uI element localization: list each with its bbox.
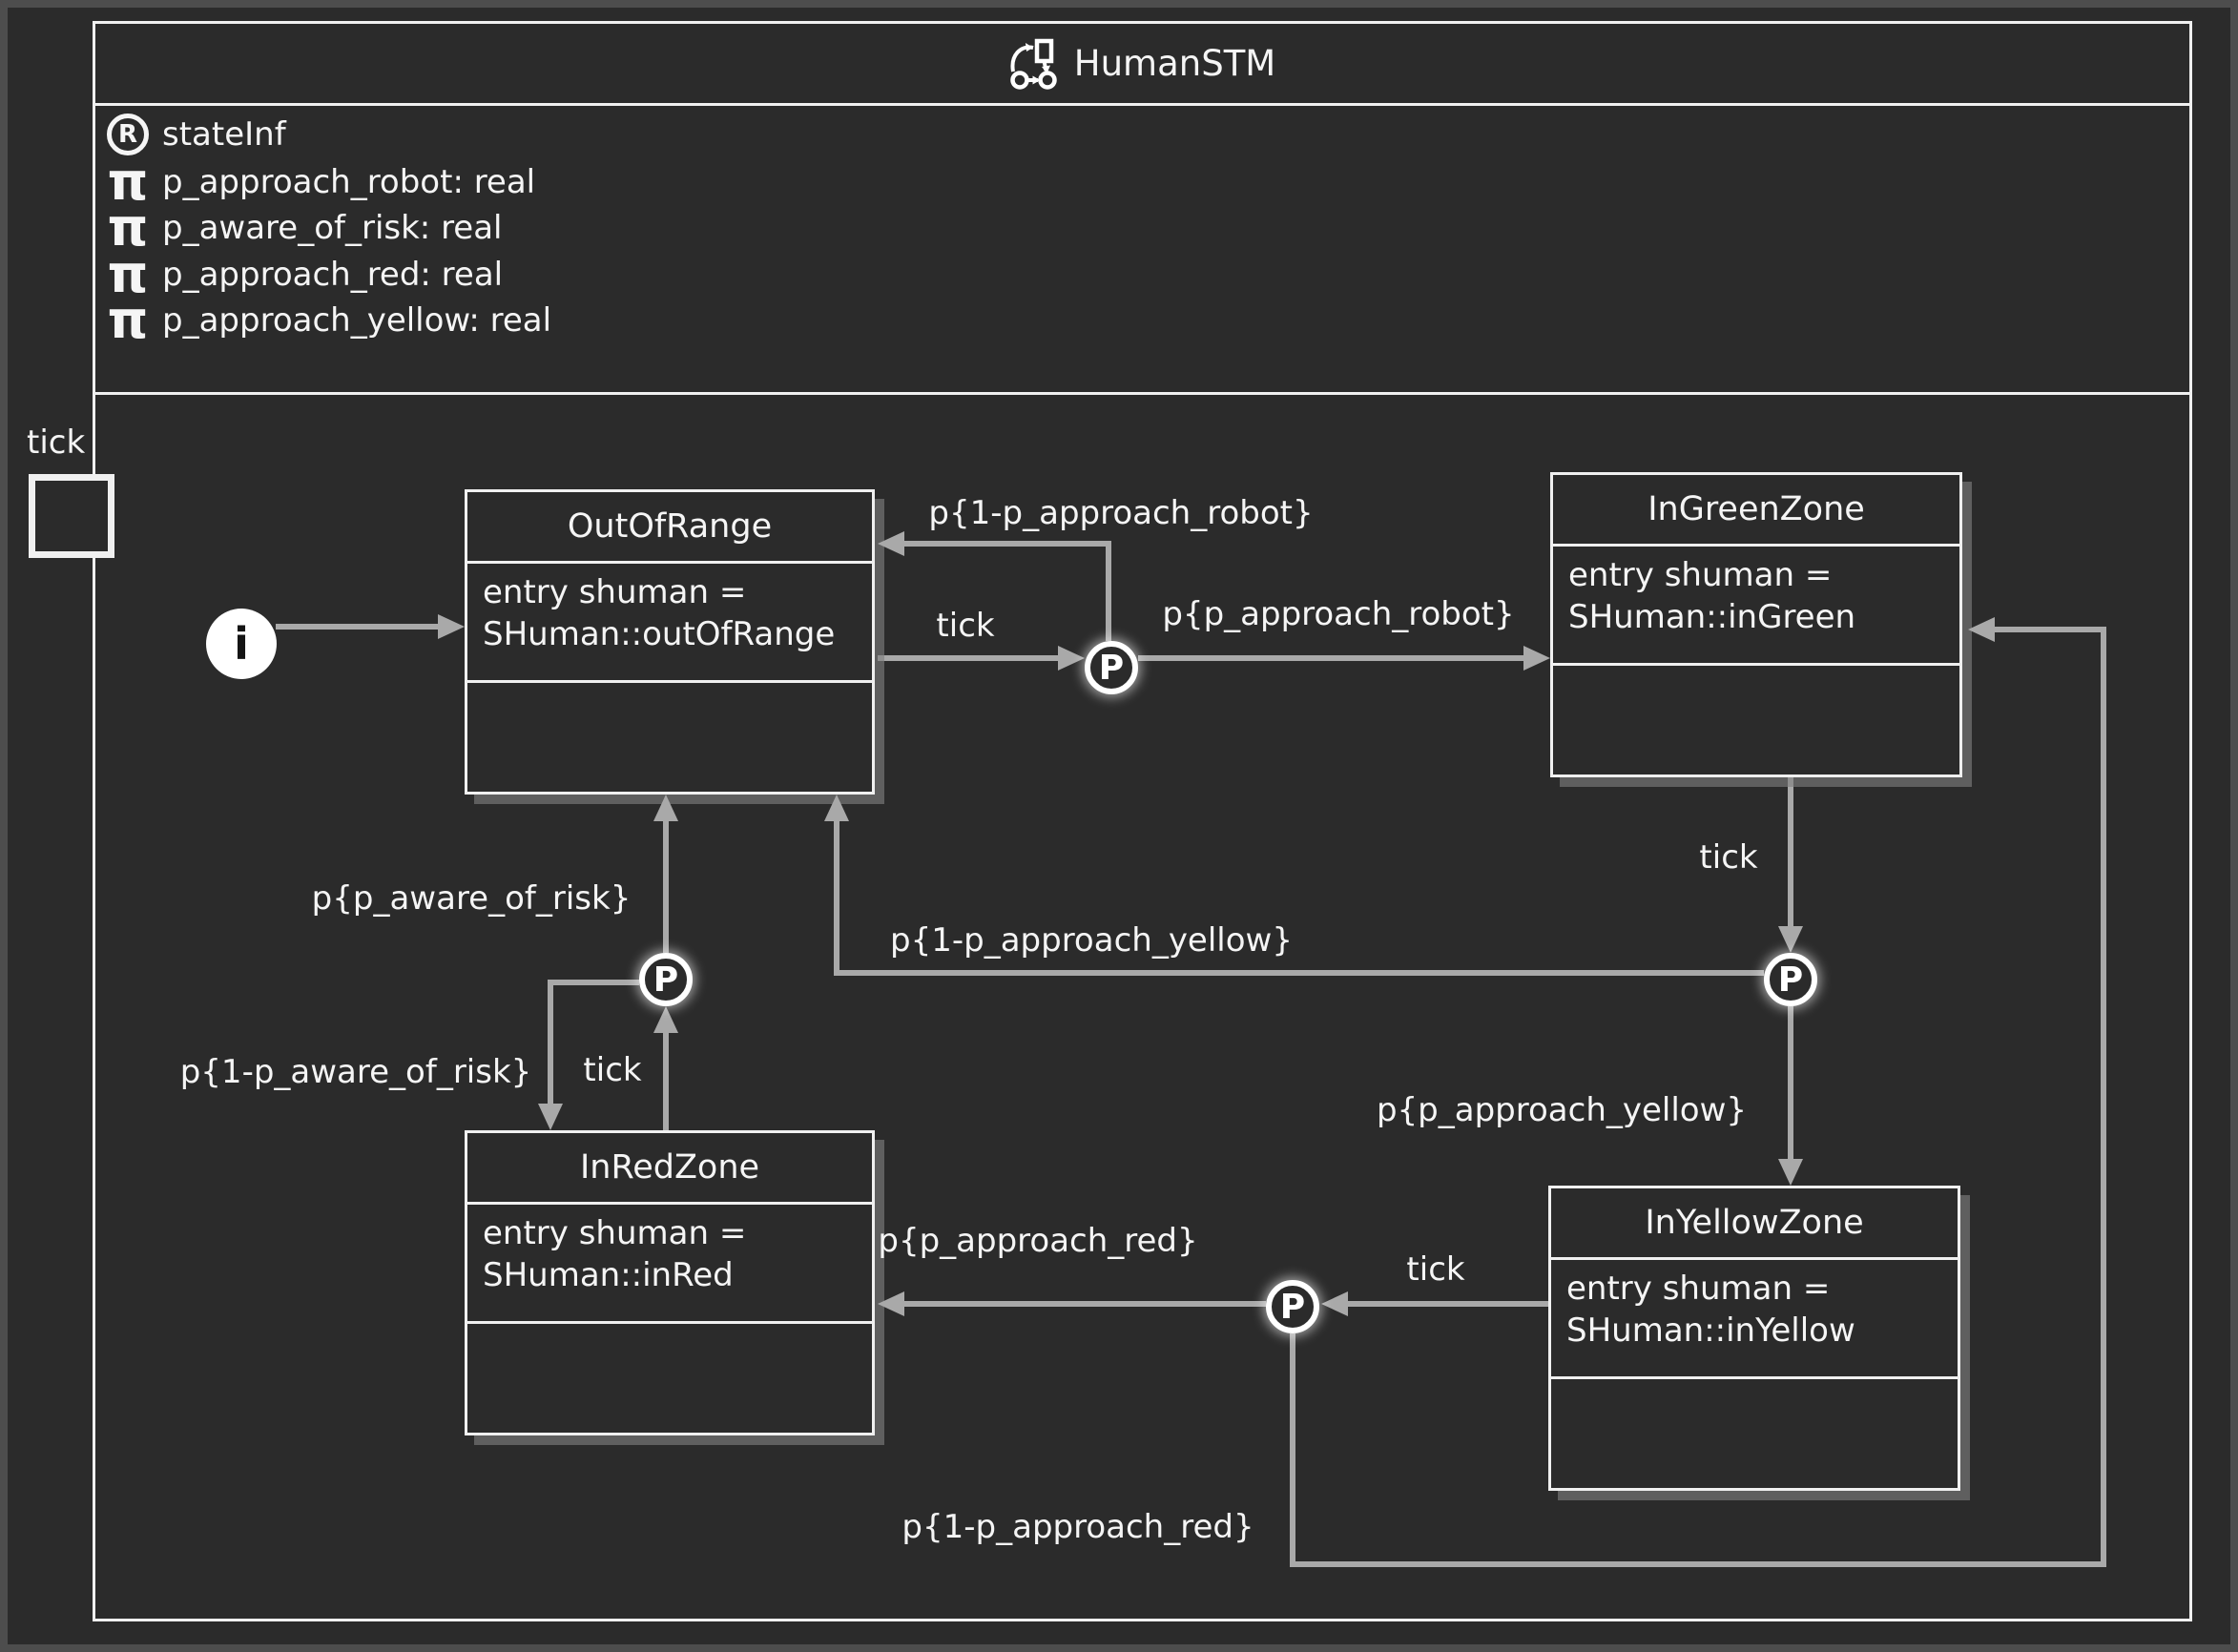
declaration-text: p_approach_yellow: real (162, 301, 552, 340)
entry-line: entry shuman = (483, 1214, 747, 1252)
arrowhead (878, 1291, 904, 1316)
transition-label[interactable]: p{1-p_approach_robot} (928, 494, 1314, 532)
declaration-text: p_aware_of_risk: real (162, 209, 503, 247)
transition-line-p1-to-outofrange[interactable] (1106, 541, 1111, 641)
state-entry-action: entry shuman = SHuman::inYellow (1551, 1260, 1958, 1379)
declaration-text: stateInf (162, 115, 286, 154)
pi-icon: π (107, 152, 149, 212)
arrowhead (538, 1104, 563, 1130)
tick-event-box[interactable] (29, 474, 114, 558)
transition-label[interactable]: p{1-p_aware_of_risk} (179, 1053, 532, 1091)
state-inyellowzone[interactable]: InYellowZone entry shuman = SHuman::inYe… (1548, 1186, 1960, 1491)
entry-line: SHuman::inGreen (1568, 598, 1856, 636)
transition-label-tick[interactable]: tick (1699, 838, 1758, 877)
transition-label[interactable]: p{1-p_approach_yellow} (890, 921, 1293, 960)
transition-label[interactable]: p{p_approach_yellow} (1376, 1091, 1748, 1129)
declaration-p-aware-of-risk[interactable]: π p_aware_of_risk: real (107, 197, 503, 258)
state-entry-action: entry shuman = SHuman::inRed (467, 1205, 872, 1324)
transition-line-p4-to-inredzone[interactable] (904, 1301, 1266, 1307)
transition-line-p3-to-inredzone[interactable] (548, 980, 553, 1104)
entry-line: SHuman::inRed (483, 1256, 734, 1294)
transition-label[interactable]: p{p_approach_red} (878, 1222, 1198, 1260)
transition-line-p4-to-ingreenzone[interactable] (1290, 1561, 2106, 1567)
transition-line-p4-to-ingreenzone[interactable] (1995, 627, 2106, 632)
arrowhead (1968, 617, 1995, 642)
initial-node[interactable]: i (206, 609, 277, 679)
declarations-section (95, 106, 2189, 395)
declaration-stateinf[interactable]: R stateInf (107, 112, 286, 157)
pi-icon: π (107, 290, 149, 350)
state-name: InYellowZone (1551, 1188, 1958, 1260)
state-name: InGreenZone (1553, 475, 1959, 547)
state-inredzone[interactable]: InRedZone entry shuman = SHuman::inRed (465, 1130, 875, 1435)
transition-label-tick[interactable]: tick (583, 1051, 642, 1089)
entry-line: SHuman::outOfRange (483, 615, 836, 653)
arrowhead (653, 1006, 678, 1033)
transition-line-p4-to-ingreenzone[interactable] (1290, 1333, 1295, 1564)
state-entry-action: entry shuman = SHuman::outOfRange (467, 564, 872, 683)
transition-label[interactable]: p{p_aware_of_risk} (311, 879, 632, 918)
state-name: OutOfRange (467, 492, 872, 564)
transition-line-inyellowzone-to-p4[interactable] (1348, 1301, 1548, 1307)
declaration-p-approach-yellow[interactable]: π p_approach_yellow: real (107, 290, 552, 350)
transition-line-ingreenzone-to-p2[interactable] (1788, 777, 1793, 926)
tick-event-label: tick (27, 423, 86, 462)
state-ingreenzone[interactable]: InGreenZone entry shuman = SHuman::inGre… (1550, 472, 1962, 777)
transition-line-p3-to-outofrange[interactable] (663, 821, 669, 953)
entry-line: SHuman::inYellow (1566, 1311, 1855, 1350)
arrowhead (878, 531, 904, 556)
transition-label[interactable]: p{p_approach_robot} (1162, 595, 1515, 633)
transition-line-p2-to-outofrange[interactable] (834, 821, 839, 973)
entry-line: entry shuman = (1566, 1270, 1831, 1308)
probabilistic-junction-p2[interactable]: P (1764, 953, 1817, 1006)
state-machine-frame[interactable]: HumanSTM (93, 21, 2192, 1621)
transition-line-p2-to-outofrange[interactable] (834, 970, 1764, 976)
probabilistic-junction-p4[interactable]: P (1266, 1280, 1319, 1333)
transition-label-tick[interactable]: tick (936, 607, 995, 645)
machine-title-bar: HumanSTM (95, 24, 2189, 106)
transition-line-p3-to-inredzone[interactable] (548, 980, 639, 985)
state-name: InRedZone (467, 1133, 872, 1205)
state-outofrange[interactable]: OutOfRange entry shuman = SHuman::outOfR… (465, 489, 875, 795)
transition-line-initial-to-outofrange[interactable] (276, 624, 440, 630)
transition-line-outofrange-to-p1[interactable] (878, 655, 1060, 661)
declaration-text: p_approach_red: real (162, 256, 504, 294)
entry-line: entry shuman = (483, 573, 747, 611)
arrowhead (438, 614, 465, 639)
transition-line-p1-to-outofrange[interactable] (904, 541, 1111, 547)
transition-label-tick[interactable]: tick (1406, 1250, 1465, 1289)
declaration-text: p_approach_robot: real (162, 163, 536, 201)
circled-r-icon: R (107, 114, 149, 155)
arrowhead (1778, 926, 1803, 953)
transition-line-p2-to-inyellowzone[interactable] (1788, 1006, 1793, 1159)
arrowhead (1058, 646, 1085, 671)
arrowhead (1778, 1159, 1803, 1186)
arrowhead (653, 795, 678, 821)
pi-icon: π (107, 244, 149, 304)
statechart-icon (1010, 38, 1057, 90)
arrowhead (824, 795, 849, 821)
probabilistic-junction-p1[interactable]: P (1085, 641, 1138, 694)
arrowhead (1523, 646, 1550, 671)
machine-title: HumanSTM (1073, 43, 1276, 84)
arrowhead (1321, 1291, 1348, 1316)
entry-line: entry shuman = (1568, 556, 1833, 594)
transition-line-inredzone-to-p3[interactable] (663, 1033, 669, 1130)
transition-line-p4-to-ingreenzone[interactable] (2101, 627, 2106, 1567)
declaration-p-approach-robot[interactable]: π p_approach_robot: real (107, 152, 536, 212)
declaration-p-approach-red[interactable]: π p_approach_red: real (107, 244, 504, 304)
probabilistic-junction-p3[interactable]: P (639, 953, 693, 1006)
state-entry-action: entry shuman = SHuman::inGreen (1553, 547, 1959, 666)
transition-label[interactable]: p{1-p_approach_red} (901, 1508, 1254, 1546)
pi-icon: π (107, 197, 149, 258)
transition-line-p1-to-ingreenzone[interactable] (1138, 655, 1523, 661)
